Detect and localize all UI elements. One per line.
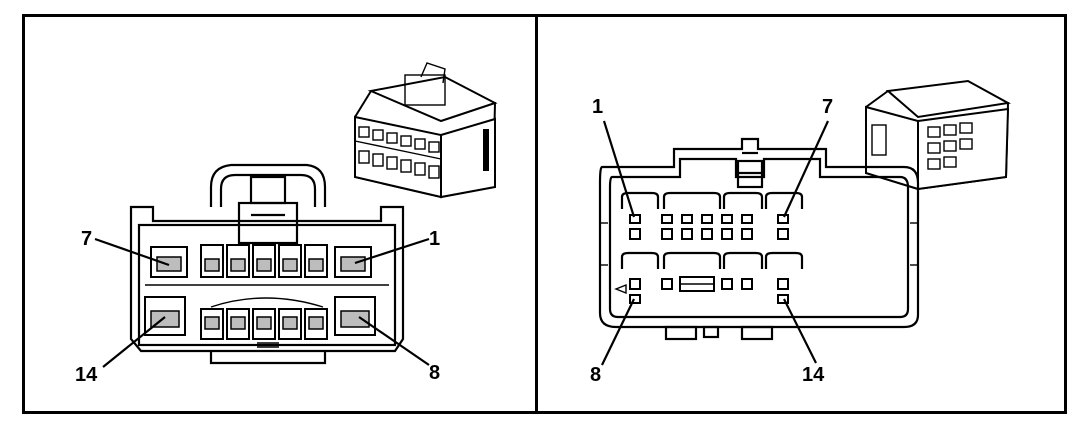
right-connector-drawing [598, 79, 1012, 366]
right-isometric-connector [865, 79, 1012, 191]
right-leader-lines [601, 120, 829, 366]
right-pin-1-label: 1 [592, 96, 604, 118]
left-connector-drawing [94, 62, 498, 368]
left-pin-1-label: 1 [429, 228, 441, 250]
left-pin-8-label: 8 [429, 362, 441, 384]
left-isometric-connector [354, 62, 498, 199]
left-leader-lines [94, 237, 430, 368]
right-connector-panel: 1 7 8 14 [535, 14, 1067, 414]
left-cavities-row-2 [144, 296, 376, 352]
right-connector-face [598, 137, 920, 341]
left-connector-face [129, 163, 405, 365]
right-cavities-row-1 [620, 191, 804, 240]
left-cavities-row-1 [150, 244, 372, 278]
left-pin-7-label: 7 [81, 228, 93, 250]
right-pin-14-label: 14 [802, 364, 825, 386]
right-pin-7-label: 7 [822, 96, 834, 118]
right-cavities-row-2 [620, 251, 804, 304]
left-connector-panel: 7 1 14 8 [22, 14, 538, 414]
right-pin-8-label: 8 [590, 364, 602, 386]
left-pin-14-label: 14 [75, 364, 98, 386]
